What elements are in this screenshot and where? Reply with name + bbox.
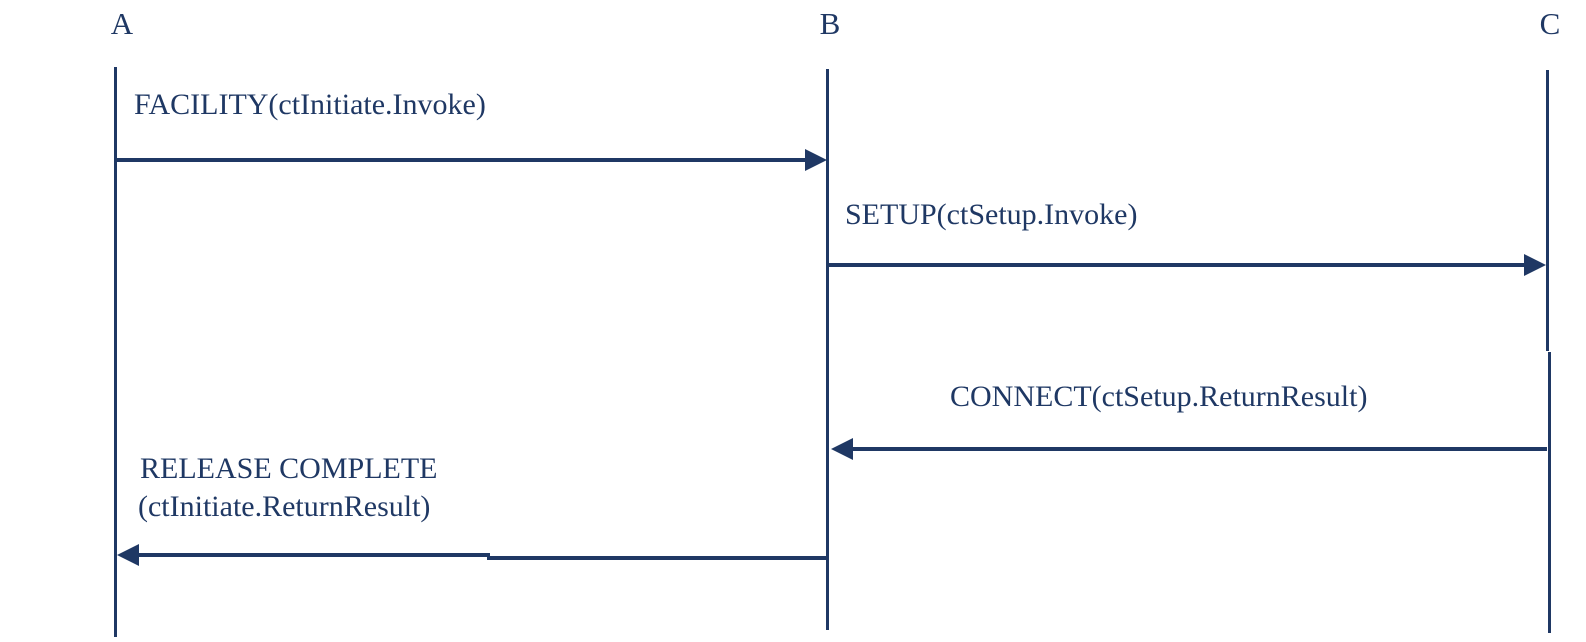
arrowhead-right-icon (1524, 254, 1546, 276)
message-setup-line (828, 263, 1526, 267)
lifeline-label-c: C (1539, 6, 1561, 41)
message-release-label-line1: RELEASE COMPLETE (140, 452, 438, 485)
message-release-label-line2: (ctInitiate.ReturnResult) (138, 490, 431, 523)
arrowhead-left-icon (117, 544, 139, 566)
message-connect-line (853, 447, 1547, 451)
arrowhead-right-icon (805, 149, 827, 171)
lifeline-b (826, 69, 829, 630)
message-facility-label: FACILITY(ctInitiate.Invoke) (134, 88, 486, 121)
message-release-line-right-segment (487, 556, 827, 560)
lifeline-c-upper (1546, 70, 1549, 351)
message-facility-line (115, 158, 807, 162)
lifeline-label-a: A (110, 6, 134, 41)
lifeline-label-b: B (819, 6, 841, 41)
message-setup-label: SETUP(ctSetup.Invoke) (845, 198, 1138, 231)
lifeline-a (114, 67, 117, 637)
message-connect-label: CONNECT(ctSetup.ReturnResult) (950, 380, 1368, 413)
lifeline-c-lower (1548, 352, 1551, 633)
message-release-line-left-segment (138, 553, 490, 557)
arrowhead-left-icon (831, 438, 853, 460)
